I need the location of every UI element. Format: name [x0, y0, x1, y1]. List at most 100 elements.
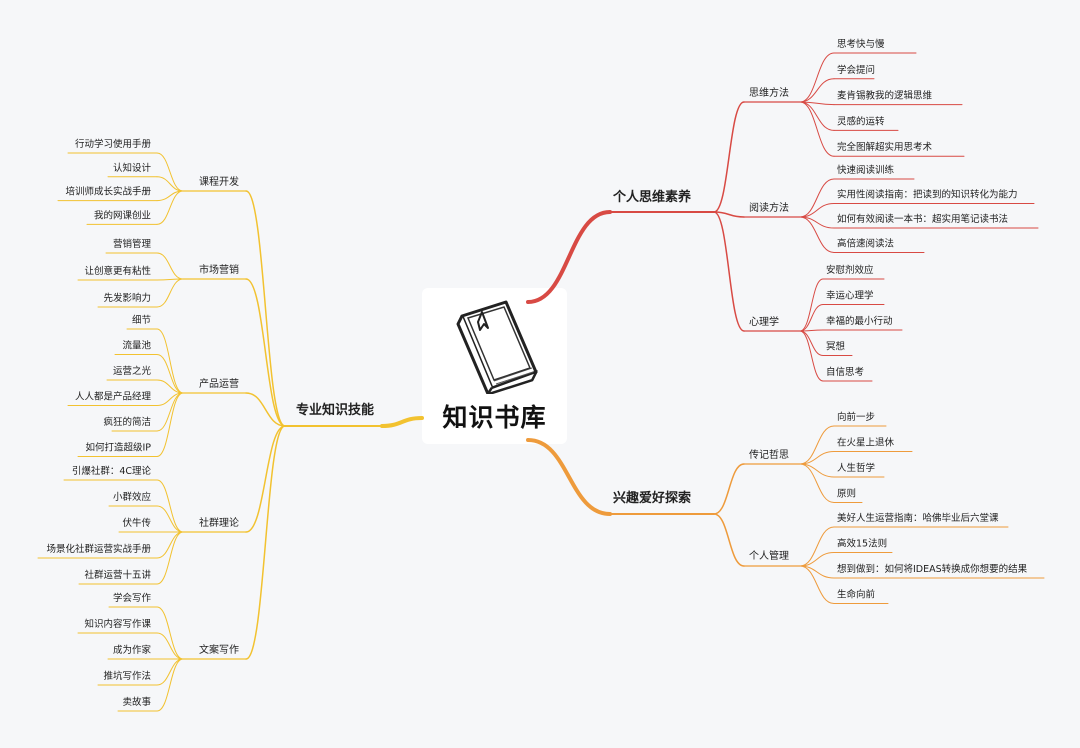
group-topic-hobby-0[interactable]: 传记哲思 — [749, 449, 789, 461]
leaf-professional-3-1[interactable]: 小群效应 — [113, 491, 152, 503]
leaf-edge-professional-3-4 — [156, 531, 184, 585]
leaf-professional-4-1[interactable]: 知识内容写作课 — [84, 618, 151, 630]
leaf-professional-2-1[interactable]: 流量池 — [122, 340, 151, 352]
leaf-edge-hobby-0-2 — [799, 463, 835, 478]
leaf-professional-3-3[interactable]: 场景化社群运营实战手册 — [46, 543, 151, 555]
group-topic-personal-2[interactable]: 心理学 — [749, 315, 779, 328]
leaf-edge-professional-3-3 — [156, 531, 184, 559]
leaf-edge-professional-4-0 — [156, 606, 184, 660]
main-topic-hobby[interactable]: 兴趣爱好探索 — [613, 490, 691, 506]
leaf-edge-hobby-1-1 — [799, 552, 835, 567]
group-topic-personal-0[interactable]: 思维方法 — [749, 86, 789, 99]
group-edge-professional-4 — [245, 425, 286, 660]
leaf-hobby-1-2[interactable]: 想到做到：如何将IDEAS转换成你想要的结果 — [837, 563, 1028, 575]
leaf-edge-personal-1-0 — [799, 178, 835, 218]
group-edge-professional-3 — [245, 425, 286, 533]
leaf-edge-professional-3-0 — [156, 479, 184, 533]
leaf-edge-personal-1-3 — [799, 216, 835, 253]
group-topic-professional-1[interactable]: 市场营销 — [199, 263, 239, 276]
leaf-edge-personal-0-1 — [799, 78, 835, 103]
group-topic-professional-4[interactable]: 文案写作 — [199, 643, 239, 656]
leaf-edge-professional-1-0 — [156, 252, 184, 280]
group-topic-personal-1[interactable]: 阅读方法 — [749, 201, 789, 214]
leaf-professional-4-2[interactable]: 成为作家 — [113, 644, 152, 656]
main-topic-professional[interactable]: 专业知识技能 — [296, 402, 374, 418]
leaf-professional-2-0[interactable]: 细节 — [132, 314, 151, 326]
leaf-personal-2-2[interactable]: 幸福的最小行动 — [826, 315, 893, 327]
leaf-personal-2-3[interactable]: 冥想 — [826, 341, 846, 353]
leaf-personal-2-1[interactable]: 幸运心理学 — [826, 290, 874, 302]
leaf-edge-hobby-1-3 — [799, 565, 835, 604]
leaf-edge-professional-0-3 — [156, 190, 184, 225]
leaf-personal-0-2[interactable]: 麦肯锡教我的逻辑思维 — [837, 90, 933, 102]
leaf-professional-2-4[interactable]: 疯狂的简洁 — [103, 416, 151, 428]
leaf-professional-3-4[interactable]: 社群运营十五讲 — [84, 569, 151, 581]
group-topic-professional-0[interactable]: 课程开发 — [199, 175, 239, 188]
leaf-professional-0-0[interactable]: 行动学习使用手册 — [75, 138, 152, 150]
leaf-professional-1-1[interactable]: 让创意更有粘性 — [84, 265, 151, 277]
main-edge-personal — [526, 210, 612, 304]
leaf-professional-3-2[interactable]: 伏牛传 — [122, 517, 151, 529]
group-topic-professional-3[interactable]: 社群理论 — [199, 516, 239, 529]
leaf-professional-2-5[interactable]: 如何打造超级IP — [85, 442, 151, 454]
leaf-personal-0-0[interactable]: 思考快与慢 — [837, 38, 885, 50]
leaf-hobby-1-1[interactable]: 高效15法则 — [837, 538, 887, 550]
leaf-edge-professional-2-5 — [156, 392, 184, 457]
leaf-edge-professional-0-1 — [156, 176, 184, 192]
leaf-personal-0-1[interactable]: 学会提问 — [837, 64, 875, 76]
leaf-edge-hobby-1-0 — [799, 526, 835, 567]
group-topic-professional-2[interactable]: 产品运营 — [199, 377, 239, 390]
leaf-hobby-0-2[interactable]: 人生哲学 — [837, 462, 875, 474]
leaf-personal-1-2[interactable]: 如何有效阅读一本书：超实用笔记读书法 — [837, 213, 1008, 225]
leaf-hobby-0-0[interactable]: 向前一步 — [837, 411, 875, 423]
main-edge-professional — [380, 416, 424, 428]
leaf-edge-personal-0-0 — [799, 52, 835, 103]
leaf-professional-0-3[interactable]: 我的网课创业 — [94, 209, 151, 221]
leaf-personal-1-1[interactable]: 实用性阅读指南：把读到的知识转化为能力 — [837, 189, 1018, 201]
leaf-edge-professional-4-3 — [156, 658, 184, 686]
leaf-hobby-1-0[interactable]: 美好人生运营指南：哈佛毕业后六堂课 — [837, 512, 999, 524]
leaf-edge-personal-0-4 — [799, 101, 835, 157]
leaf-professional-2-2[interactable]: 运营之光 — [113, 365, 152, 377]
leaf-edge-professional-2-0 — [156, 328, 184, 394]
leaf-hobby-0-3[interactable]: 原则 — [837, 488, 856, 500]
leaf-edge-personal-0-3 — [799, 101, 835, 131]
leaf-hobby-0-1[interactable]: 在火星上退休 — [837, 437, 895, 449]
group-edge-personal-1 — [713, 211, 745, 218]
leaf-edge-personal-2-1 — [799, 304, 824, 332]
leaf-professional-0-2[interactable]: 培训师成长实战手册 — [65, 186, 151, 198]
group-edge-hobby-0 — [713, 463, 745, 515]
leaf-edge-professional-4-4 — [156, 658, 184, 712]
leaf-edge-professional-2-1 — [156, 354, 184, 394]
leaf-professional-4-3[interactable]: 推坑写作法 — [103, 670, 151, 682]
leaf-professional-1-0[interactable]: 营销管理 — [113, 238, 152, 250]
book-icon — [456, 300, 539, 394]
leaf-edge-professional-2-2 — [156, 379, 184, 394]
leaf-personal-1-3[interactable]: 高倍速阅读法 — [837, 238, 894, 250]
group-edge-professional-0 — [245, 190, 286, 427]
leaf-professional-1-2[interactable]: 先发影响力 — [103, 292, 151, 304]
leaf-professional-3-0[interactable]: 引爆社群：4C理论 — [72, 465, 152, 477]
group-edge-professional-1 — [245, 278, 286, 427]
leaf-edge-personal-1-1 — [799, 203, 835, 218]
group-topic-hobby-1[interactable]: 个人管理 — [749, 549, 789, 562]
leaf-personal-1-0[interactable]: 快速阅读训练 — [837, 164, 895, 176]
leaf-personal-2-4[interactable]: 自信思考 — [826, 366, 864, 378]
leaf-edge-personal-2-3 — [799, 330, 824, 356]
leaf-professional-4-0[interactable]: 学会写作 — [113, 592, 152, 604]
leaf-edge-professional-3-1 — [156, 505, 184, 533]
leaf-professional-0-1[interactable]: 认知设计 — [113, 162, 152, 174]
leaf-personal-0-3[interactable]: 灵感的运转 — [837, 115, 885, 127]
leaf-edge-hobby-0-3 — [799, 463, 835, 503]
central-topic[interactable]: 知识书库 — [422, 288, 567, 444]
leaf-edge-personal-2-4 — [799, 330, 824, 382]
leaf-hobby-1-3[interactable]: 生命向前 — [837, 589, 875, 601]
main-topic-personal[interactable]: 个人思维素养 — [612, 189, 692, 205]
leaf-personal-2-0[interactable]: 安慰剂效应 — [826, 264, 874, 276]
leaf-professional-2-3[interactable]: 人人都是产品经理 — [75, 391, 152, 403]
leaf-professional-4-4[interactable]: 卖故事 — [122, 696, 151, 708]
edges-layer — [37, 52, 1045, 712]
leaf-personal-0-4[interactable]: 完全图解超实用思考术 — [837, 141, 933, 153]
leaf-edge-hobby-0-0 — [799, 425, 835, 465]
